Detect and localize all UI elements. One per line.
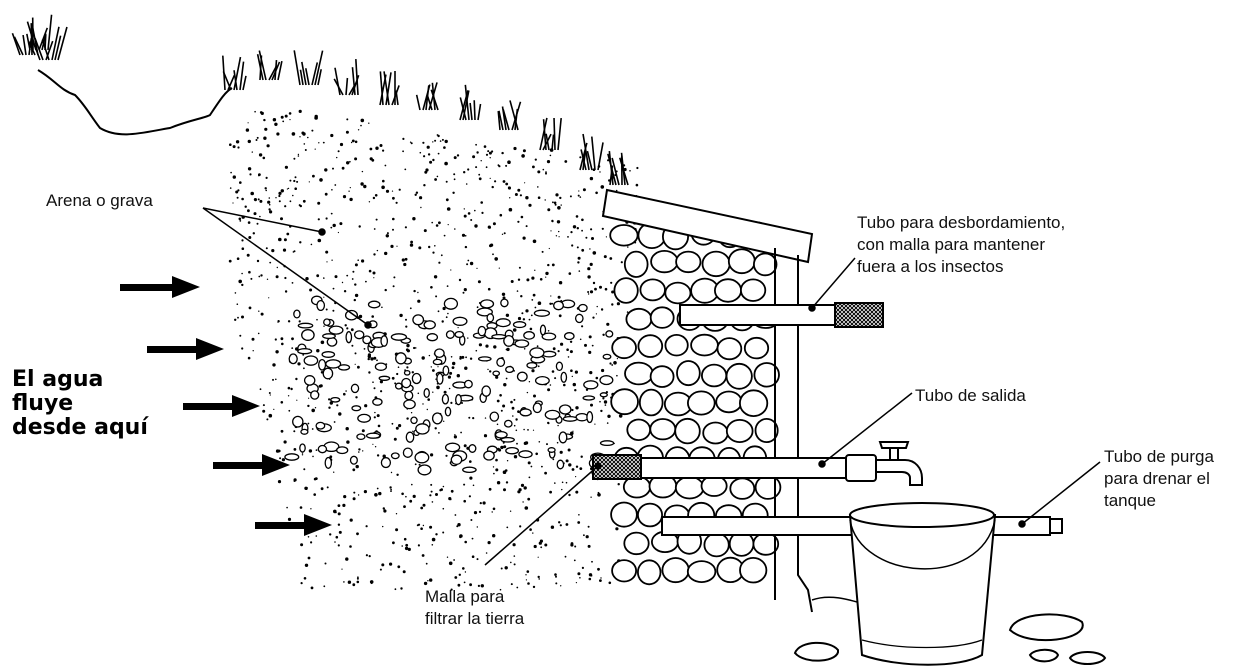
overflow-mesh <box>835 303 883 327</box>
sand-texture <box>229 110 639 591</box>
outlet-pipe <box>641 458 846 478</box>
label-purge-pipe: Tubo de purga para drenar el tanque <box>1104 446 1214 512</box>
flow-caption: El agua fluye desde aquí <box>12 368 148 440</box>
flow-arrow <box>147 338 224 360</box>
outlet-pipe-joint <box>846 455 876 481</box>
flow-arrow <box>183 395 260 417</box>
label-soil-screen: Malla para filtrar la tierra <box>425 586 524 630</box>
flow-arrow <box>255 514 332 536</box>
hill-outline <box>38 70 232 134</box>
flow-caption-line: fluye <box>12 392 148 416</box>
faucet <box>876 442 922 485</box>
tank-wall <box>775 248 812 612</box>
purge-cap <box>1050 519 1062 533</box>
flow-arrow <box>120 276 200 298</box>
label-overflow-pipe: Tubo para desbordamiento, con malla para… <box>857 212 1065 278</box>
flow-arrow <box>213 454 290 476</box>
flow-caption-line: desde aquí <box>12 416 148 440</box>
bucket <box>850 503 995 665</box>
flow-caption-line: El agua <box>12 368 148 392</box>
label-outlet-pipe: Tubo de salida <box>915 385 1026 407</box>
label-sand-gravel: Arena o grava <box>46 190 153 212</box>
